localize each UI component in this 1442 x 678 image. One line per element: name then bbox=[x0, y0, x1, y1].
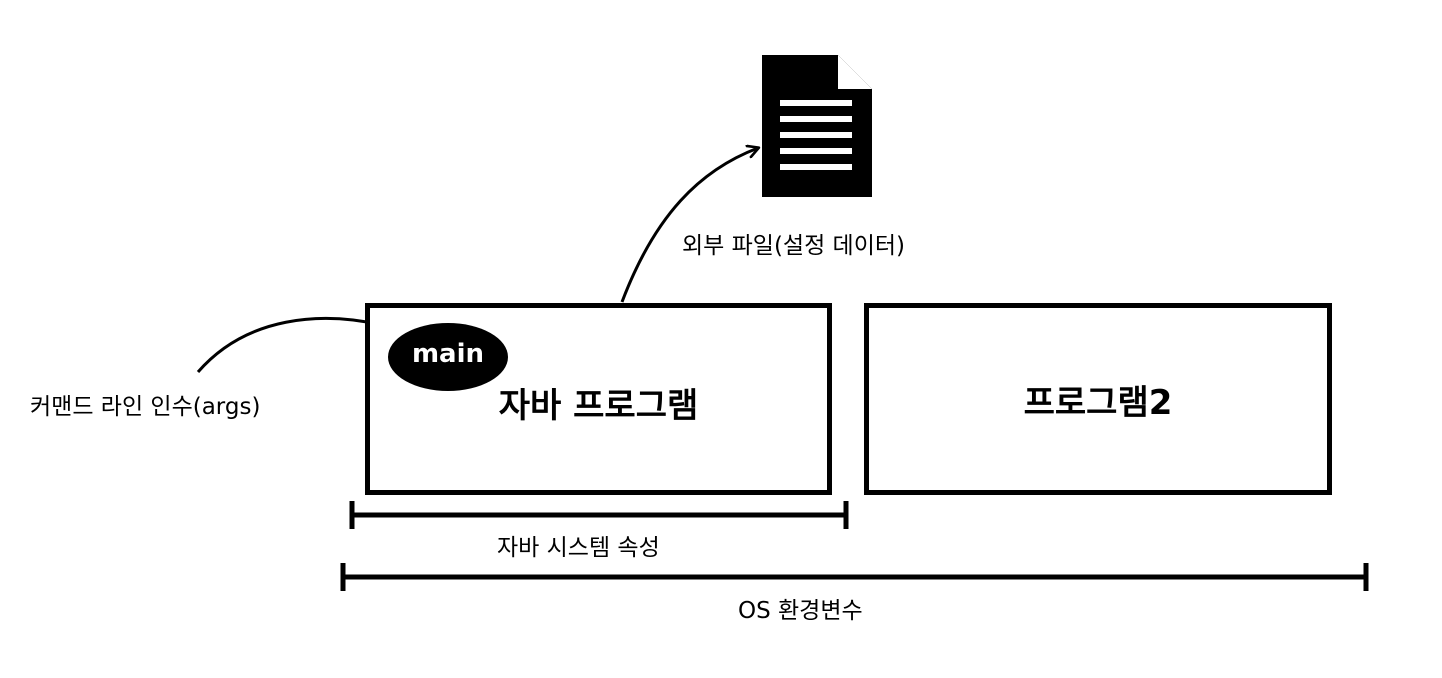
program2-box: 프로그램2 bbox=[864, 303, 1332, 495]
command-line-args-label: 커맨드 라인 인수(args) bbox=[30, 394, 261, 420]
external-file-label: 외부 파일(설정 데이터) bbox=[682, 233, 906, 259]
system-properties-label: 자바 시스템 속성 bbox=[497, 535, 660, 561]
os-env-label: OS 환경변수 bbox=[738, 598, 863, 624]
system-properties-bracket bbox=[349, 501, 849, 529]
document-file-icon bbox=[762, 55, 872, 197]
program2-label: 프로그램2 bbox=[1023, 382, 1173, 423]
java-program-label: 자바 프로그램 bbox=[498, 385, 699, 426]
file-arrow bbox=[620, 148, 758, 303]
main-ellipse bbox=[388, 323, 508, 391]
main-label: main bbox=[411, 339, 485, 369]
os-env-bracket bbox=[340, 563, 1369, 591]
